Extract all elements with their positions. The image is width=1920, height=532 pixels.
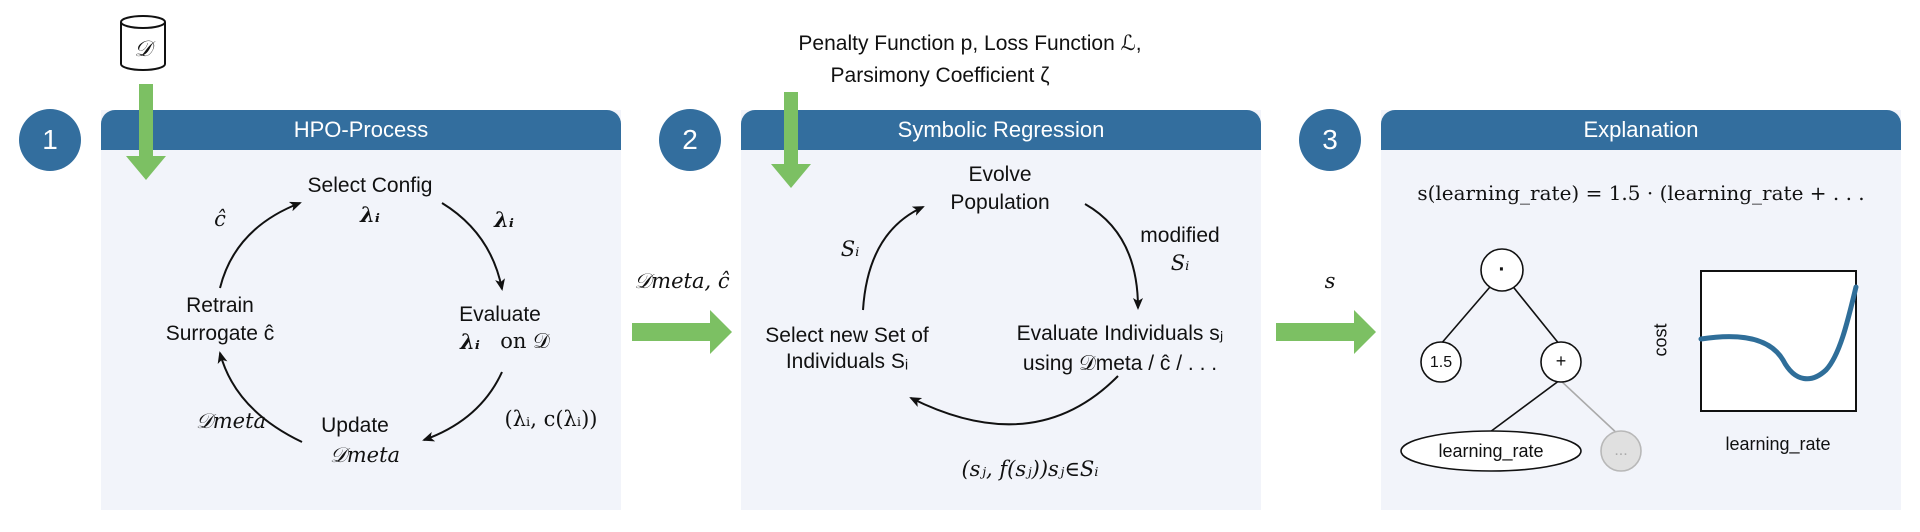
tree-right-node: [1540, 341, 1582, 383]
sr-select-new-line2: Individuals Sᵢ: [785, 350, 909, 373]
database-icon: [120, 15, 166, 71]
dataset-symbol: 𝒟: [134, 37, 152, 62]
hpo-arrow-chat-label: ĉ: [214, 207, 226, 231]
sr-evolve: Evolve: [968, 163, 1032, 186]
sr-arrow-evolve-to-evaluate: [1084, 203, 1143, 310]
sr-params-input-arrow: [771, 92, 811, 188]
tree-leaf-left-label: learning_rate: [1438, 441, 1544, 461]
step-2-badge: 2: [659, 109, 721, 171]
tree-root-node: [1480, 248, 1524, 292]
plot-ylabel: cost: [1650, 323, 1671, 357]
arrow-1-to-2: [632, 310, 732, 354]
sr-bottom-formula: (sⱼ, f(sⱼ))sⱼ∈Sᵢ: [961, 457, 1099, 481]
sr-evolve-line2: Population: [950, 191, 1050, 214]
tree-leaf-left-node: [1400, 430, 1582, 472]
sr-modified-sym: Sᵢ: [1170, 251, 1190, 275]
step-3-badge: 3: [1299, 109, 1361, 171]
cost-plot: [1698, 270, 1859, 412]
connector-2-3-label: s: [1324, 269, 1336, 293]
tree-root-label: ·: [1498, 258, 1506, 281]
sr-panel-title: Symbolic Regression: [741, 110, 1261, 150]
sr-modified: modified: [1140, 224, 1220, 247]
hpo-panel-title: HPO-Process: [101, 110, 621, 150]
arrow-2-to-3: [1276, 310, 1376, 354]
explanation-panel-title: Explanation: [1381, 110, 1901, 150]
tree-leaf-right-node: [1600, 430, 1642, 472]
sr-arrow-select-to-evolve: [862, 206, 925, 311]
connector-1-2-label: 𝒟meta, ĉ: [634, 269, 730, 293]
sr-evaluate-individuals: Evaluate Individuals sⱼ: [1016, 322, 1224, 345]
explanation-formula: s(learning_rate) = 1.5 · (learning_rate …: [1417, 181, 1865, 205]
tree-left-label: 1.5: [1429, 354, 1453, 371]
hpo-evaluate-sym: λᵢ: [460, 329, 480, 354]
hpo-panel: HPO-Process: [101, 110, 621, 510]
sr-arrow-evaluate-to-select: [909, 375, 1119, 426]
hpo-select-config: Select Config: [307, 174, 433, 197]
hpo-arrow-select-to-evaluate: [441, 202, 505, 291]
hpo-update-sym: 𝒟meta: [329, 443, 401, 467]
hpo-retrain-line2: Surrogate ĉ: [165, 322, 275, 345]
plot-xlabel: learning_rate: [1725, 434, 1831, 454]
hpo-arrow-retrain-to-select: [219, 201, 302, 289]
sr-select-new: Select new Set of: [765, 324, 929, 347]
dataset-input-arrow: [126, 84, 166, 180]
hpo-arrow-dmeta-label: 𝒟meta: [195, 409, 267, 433]
hpo-evaluate: Evaluate: [459, 303, 541, 326]
hpo-arrow-update-to-retrain: [217, 351, 303, 443]
sr-arrow-si-label: Sᵢ: [840, 237, 860, 261]
tree-left-node: [1420, 341, 1462, 383]
sr-input-line-1: Penalty Function p, Loss Function ℒ,: [798, 32, 1142, 55]
expression-tree: [1400, 248, 1642, 472]
tree-right-label: +: [1555, 351, 1567, 371]
hpo-eval-output: (λᵢ, c(λᵢ)): [504, 407, 598, 431]
sr-evaluate-individuals-line2: using 𝒟meta / ĉ / . . .: [1022, 352, 1218, 375]
hpo-update: Update: [321, 414, 389, 437]
step-1-badge: 1: [19, 109, 81, 171]
sr-panel: Symbolic Regression: [741, 110, 1261, 510]
tree-leaf-right-label: ...: [1614, 442, 1628, 459]
cost-curve: [1698, 284, 1859, 382]
hpo-retrain: Retrain: [186, 294, 254, 317]
hpo-select-config-sym: λᵢ: [360, 202, 380, 227]
hpo-arrow-lambda-label: λᵢ: [494, 207, 514, 232]
hpo-evaluate-on: on 𝒟: [500, 329, 550, 353]
sr-input-line-2: Parsimony Coefficient ζ: [830, 64, 1050, 87]
hpo-arrow-evaluate-to-update: [422, 371, 503, 442]
